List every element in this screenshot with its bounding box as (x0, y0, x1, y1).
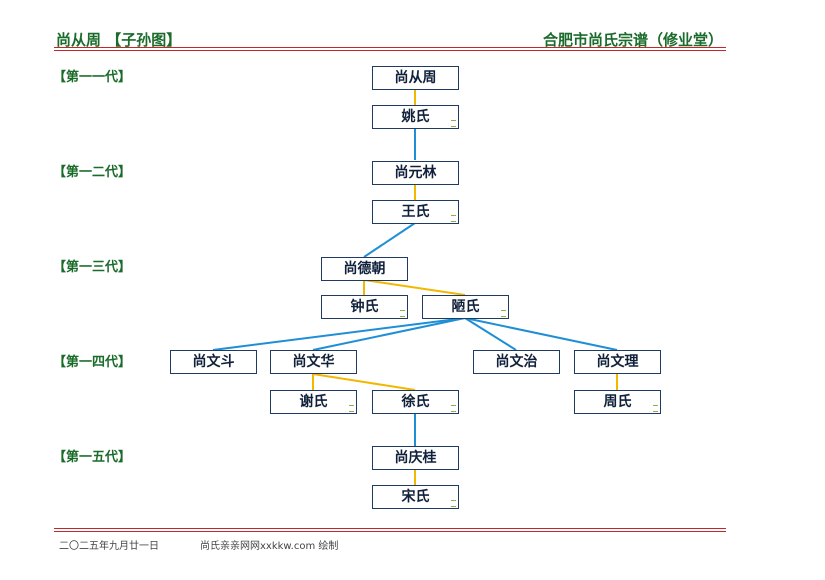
footer-credit: 尚氏亲亲网网xxkkw.com 绘制 (200, 541, 339, 552)
spouse-marker-icon (451, 215, 456, 222)
person-name: 尚文斗 (192, 354, 235, 370)
footer-date: 二〇二五年九月廿一日 (59, 541, 159, 552)
person-node-shang-wenhua[interactable]: 尚文华 (270, 350, 357, 374)
genealogy-title: 合肥市尚氏宗谱（修业堂） (542, 31, 723, 49)
person-name: 尚从周 (394, 70, 437, 86)
person-node-wang-shi[interactable]: 王氏 (372, 200, 459, 224)
person-name: 陋氏 (451, 299, 480, 315)
person-name: 钟氏 (350, 299, 379, 315)
footer-rule-bottom (54, 531, 726, 532)
descent-link (212, 317, 466, 351)
spouse-marker-icon (349, 405, 354, 412)
descent-link (464, 317, 618, 351)
generation-label-12: 【第一二代】 (53, 165, 132, 180)
person-name: 尚文理 (596, 354, 639, 370)
spouse-link (363, 279, 466, 296)
spouse-marker-icon (451, 405, 456, 412)
header-rule-top (54, 47, 726, 48)
person-node-zhong-shi[interactable]: 钟氏 (321, 295, 408, 319)
person-node-shang-wendou[interactable]: 尚文斗 (170, 350, 257, 374)
person-name: 王氏 (401, 204, 430, 220)
person-name: 周氏 (603, 394, 632, 410)
person-name: 谢氏 (299, 394, 328, 410)
person-node-shang-wenzhi[interactable]: 尚文治 (473, 350, 560, 374)
spouse-marker-icon (400, 310, 405, 317)
person-node-shang-yuanlin[interactable]: 尚元林 (372, 161, 459, 185)
generation-label-11: 【第一一代】 (53, 70, 132, 85)
person-node-shang-dechao[interactable]: 尚德朝 (321, 257, 408, 281)
person-name: 尚庆桂 (394, 450, 437, 466)
person-name: 徐氏 (401, 394, 430, 410)
generation-label-15: 【第一五代】 (53, 450, 132, 465)
spouse-marker-icon (451, 500, 456, 507)
person-name: 尚文华 (292, 354, 335, 370)
spouse-marker-icon (501, 310, 506, 317)
spouse-link (312, 373, 416, 391)
person-name: 尚元林 (394, 165, 437, 181)
descent-link (363, 222, 416, 258)
person-name: 宋氏 (401, 489, 430, 505)
footer-rule-top (54, 528, 726, 529)
person-node-lou-shi[interactable]: 陋氏 (422, 295, 509, 319)
person-name: 姚氏 (401, 109, 430, 125)
person-node-yao-shi[interactable]: 姚氏 (372, 105, 459, 129)
person-node-xie-shi[interactable]: 谢氏 (270, 390, 357, 414)
descent-link (464, 317, 517, 351)
page-title: 尚从周 【子孙图】 (56, 31, 182, 49)
person-node-song-shi[interactable]: 宋氏 (372, 485, 459, 509)
generation-label-13: 【第一三代】 (53, 260, 132, 275)
descent-link (312, 317, 466, 351)
person-name: 尚德朝 (343, 261, 386, 277)
person-node-shang-congzhou[interactable]: 尚从周 (372, 66, 459, 90)
person-name: 尚文治 (495, 354, 538, 370)
person-node-zhou-shi[interactable]: 周氏 (574, 390, 661, 414)
spouse-marker-icon (451, 120, 456, 127)
generation-label-14: 【第一四代】 (53, 355, 132, 370)
person-node-shang-wenli[interactable]: 尚文理 (574, 350, 661, 374)
header-rule-bottom (54, 50, 726, 51)
spouse-marker-icon (653, 405, 658, 412)
person-node-xu-shi[interactable]: 徐氏 (372, 390, 459, 414)
person-node-shang-qinggui[interactable]: 尚庆桂 (372, 446, 459, 470)
